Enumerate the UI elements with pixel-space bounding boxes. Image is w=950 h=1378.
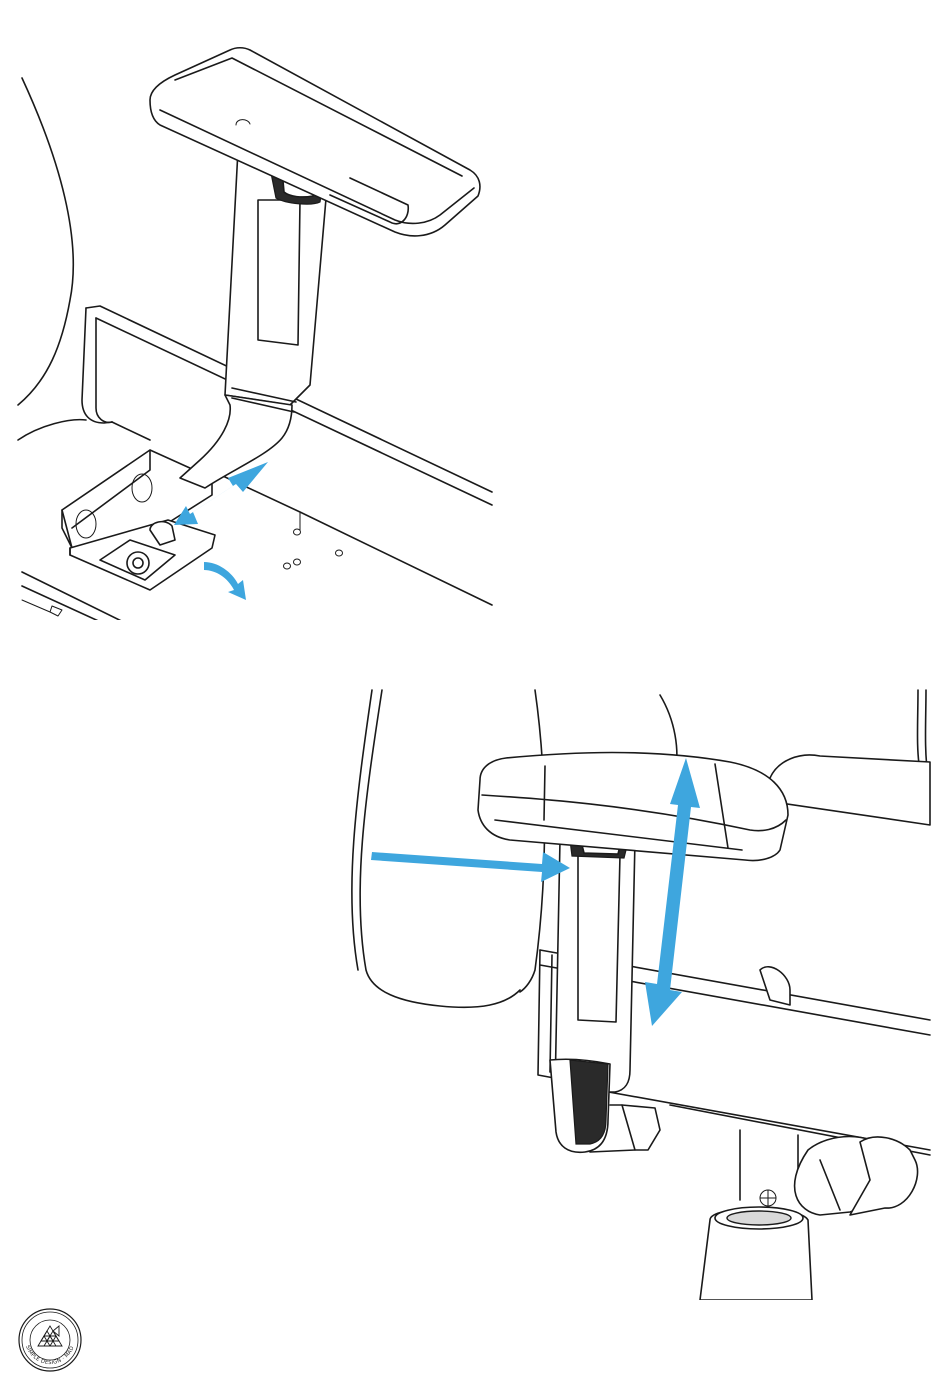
seal-logo: SIMPLE DESIGN · MADE IN GERMANY [16,1306,84,1374]
release-button-arrow [371,852,570,882]
figure-top-armrest-bracket [0,0,500,620]
backrest-outline [18,78,73,405]
triangle-mark-seal-icon [38,1326,62,1346]
gas-lift-and-lever [700,967,918,1300]
armrest-assembly [478,753,788,1153]
figure-bottom-armrest-height [330,680,950,1300]
release-lever-arrow [204,562,246,600]
